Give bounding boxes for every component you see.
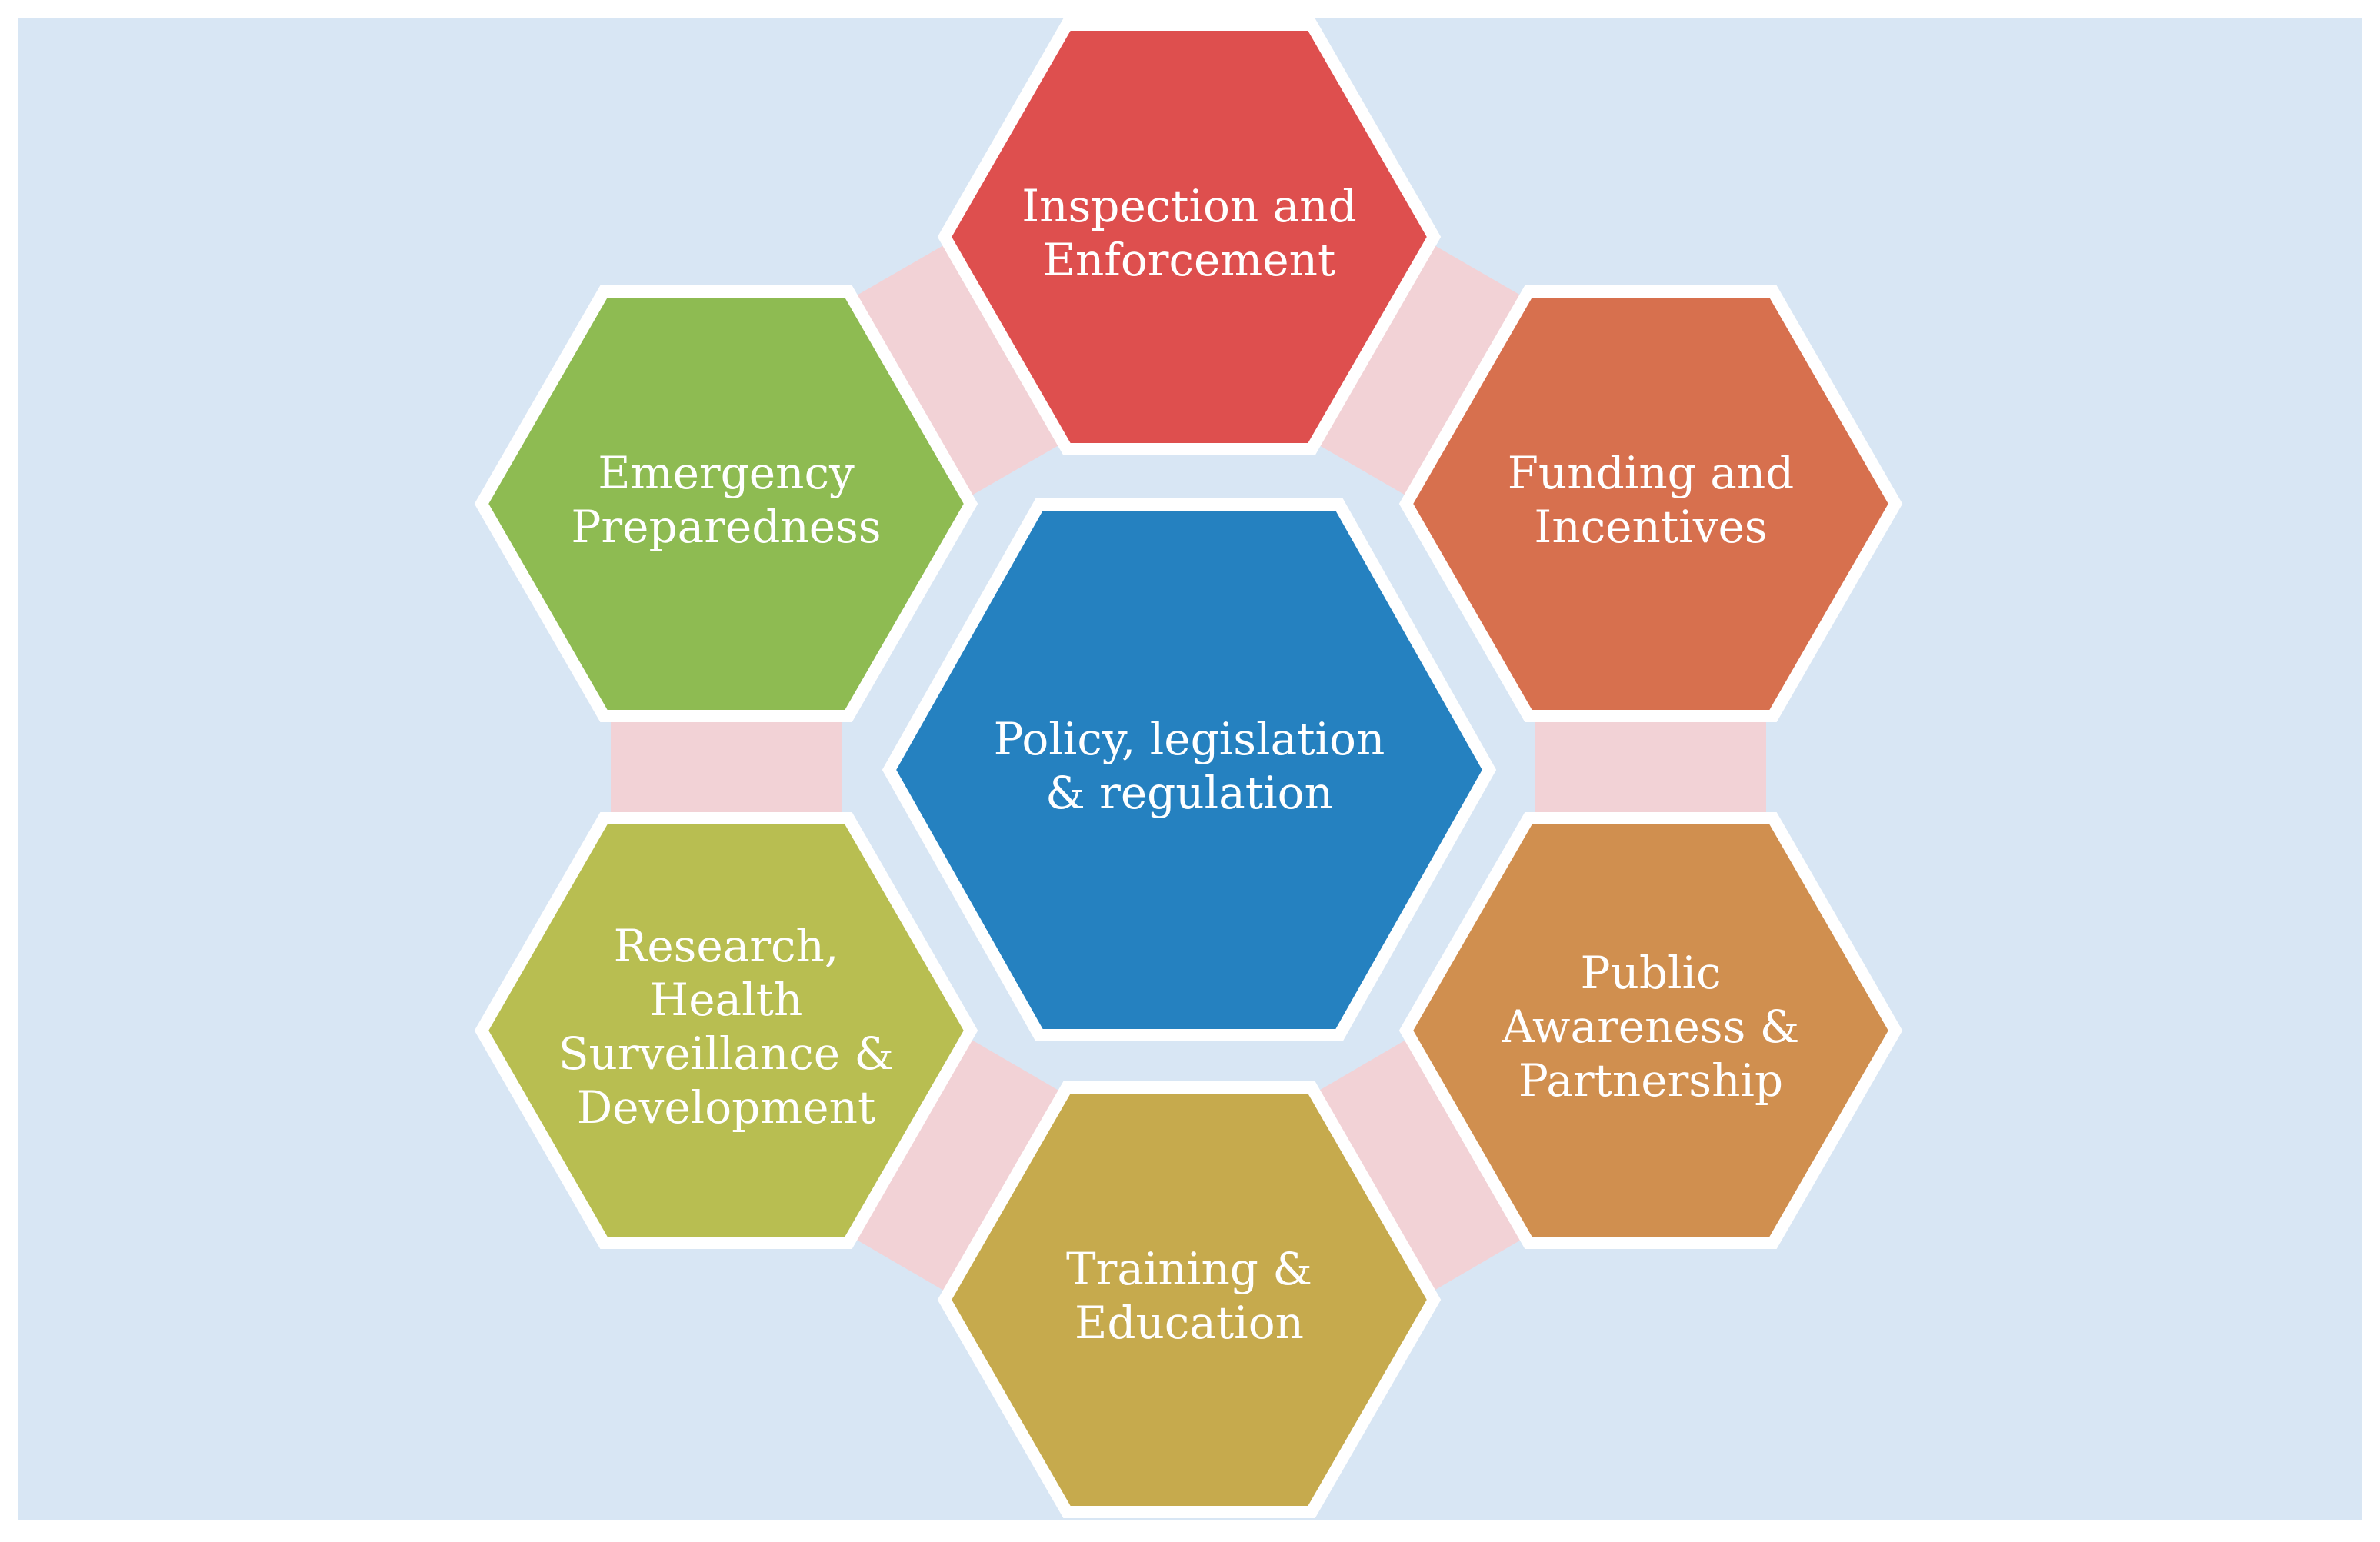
hexagon-shape	[474, 812, 978, 1249]
hexagon-label-line: & regulation	[1045, 767, 1333, 819]
hexagon-shape	[1398, 812, 1903, 1249]
hexagon-shape	[1398, 285, 1903, 722]
hexagon-label-line: Enforcement	[1043, 234, 1336, 286]
hexagon-label-line: Surveillance &	[558, 1027, 894, 1080]
hexagon-center: Policy, legislation& regulation	[882, 498, 1497, 1041]
hexagon-shape	[937, 1081, 1442, 1518]
hexagon-label-line: Development	[577, 1081, 876, 1134]
hexagon-shape	[474, 285, 978, 722]
hexagon-label-line: Awareness &	[1502, 1001, 1800, 1053]
hexagon-label-line: Education	[1075, 1297, 1304, 1349]
hexagon-label-line: Policy, legislation	[994, 713, 1385, 765]
hexagon-label-line: Preparedness	[571, 501, 881, 553]
hexagon-label-line: Partnership	[1518, 1054, 1783, 1107]
hexagon-shape	[882, 498, 1497, 1041]
hexagon-training: Training &Education	[937, 1081, 1442, 1518]
hexagon-label-line: Emergency	[598, 447, 855, 499]
hexagon-label-line: Funding and	[1508, 447, 1795, 499]
hexagon-label-line: Public	[1580, 947, 1721, 999]
hexagon-label-line: Research,	[614, 920, 839, 972]
hexagon-label-line: Training &	[1066, 1243, 1312, 1295]
hexagon-label-line: Health	[650, 974, 803, 1026]
hexagon-shape	[937, 18, 1442, 455]
hexagon-label-line: Incentives	[1534, 501, 1767, 553]
hexagon-label-line: Inspection and	[1022, 180, 1357, 232]
